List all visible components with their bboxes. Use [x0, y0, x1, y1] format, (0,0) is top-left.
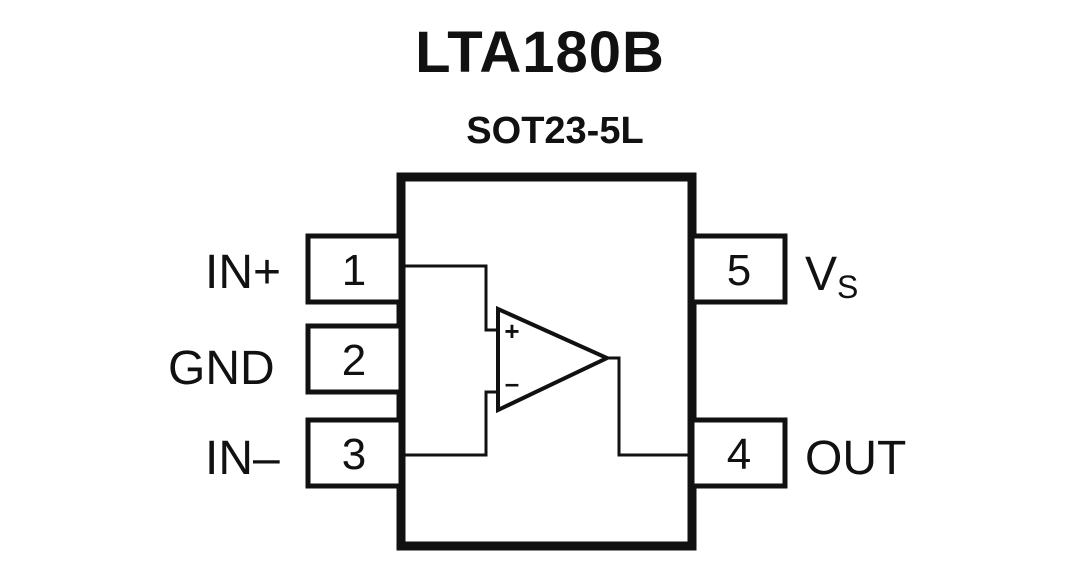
opamp-plus-sign: +	[504, 316, 519, 346]
pin-2-label: GND	[168, 342, 275, 395]
pin-2-box	[305, 323, 404, 395]
pin-4-box	[689, 417, 788, 489]
pin-5-label-sub: S	[837, 269, 858, 305]
pin-1-box	[305, 233, 404, 305]
pin-1-number: 1	[342, 246, 366, 295]
part-title: LTA180B	[415, 20, 665, 85]
pin-5: 5 VS	[689, 233, 858, 305]
pin-5-box	[689, 233, 788, 305]
pin-4-label: OUT	[805, 432, 906, 485]
pin-3-number: 3	[342, 430, 366, 479]
pin-3: 3 IN–	[205, 417, 404, 489]
pin-4-number: 4	[727, 430, 751, 479]
pin-1: 1 IN+	[205, 233, 404, 305]
pin-5-label: VS	[805, 248, 858, 305]
wire-in-plus	[405, 264, 498, 332]
pin-3-box	[305, 417, 404, 489]
pin-1-label: IN+	[205, 246, 281, 299]
pin-5-label-main: V	[805, 248, 837, 301]
pin-2: 2 GND	[168, 323, 404, 395]
opamp-minus-sign: –	[505, 368, 519, 398]
pin-3-label: IN–	[205, 432, 280, 485]
wire-in-minus	[405, 390, 498, 457]
pin-5-number: 5	[727, 246, 751, 295]
pin-4: 4 OUT	[689, 417, 906, 489]
wire-out	[607, 356, 688, 457]
pin-2-number: 2	[342, 336, 366, 385]
package-name: SOT23-5L	[466, 110, 644, 152]
opamp-symbol	[496, 305, 612, 414]
